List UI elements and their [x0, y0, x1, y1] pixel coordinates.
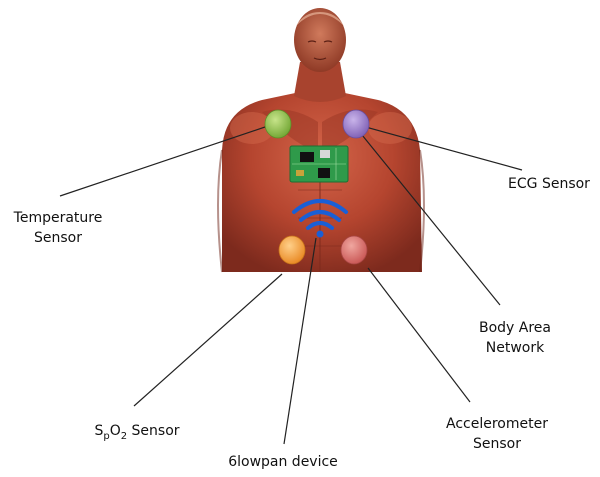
sixlowpan-leader — [283, 237, 317, 445]
temperature-leader — [59, 125, 269, 197]
ecg-sensor — [342, 109, 370, 139]
spo2-sensor-label: SpO2 Sensor — [94, 423, 180, 442]
temperature-sensor-label: Temperature Sensor — [13, 210, 103, 246]
sixlowpan-device-label: 6lowpan device — [228, 454, 338, 470]
circuit-board-icon — [289, 145, 349, 183]
ecg-sensor-label: ECG Sensor — [508, 176, 590, 192]
sensor-nodes — [264, 109, 370, 265]
accelerometer-sensor — [340, 235, 368, 265]
spo2-sensor — [278, 235, 306, 265]
leader-lines — [59, 125, 523, 445]
spo2-leader — [133, 273, 283, 407]
accelerometer-sensor-label: Accelerometer Sensor — [446, 416, 548, 452]
temperature-sensor — [264, 109, 292, 139]
ecg-leader — [361, 125, 523, 171]
human-head — [294, 8, 346, 72]
accelerometer-leader — [367, 267, 471, 403]
body-area-network-label: Body Area Network — [478, 320, 551, 356]
wifi-signal-icon — [292, 199, 348, 238]
body-area-network-leader — [357, 129, 501, 306]
